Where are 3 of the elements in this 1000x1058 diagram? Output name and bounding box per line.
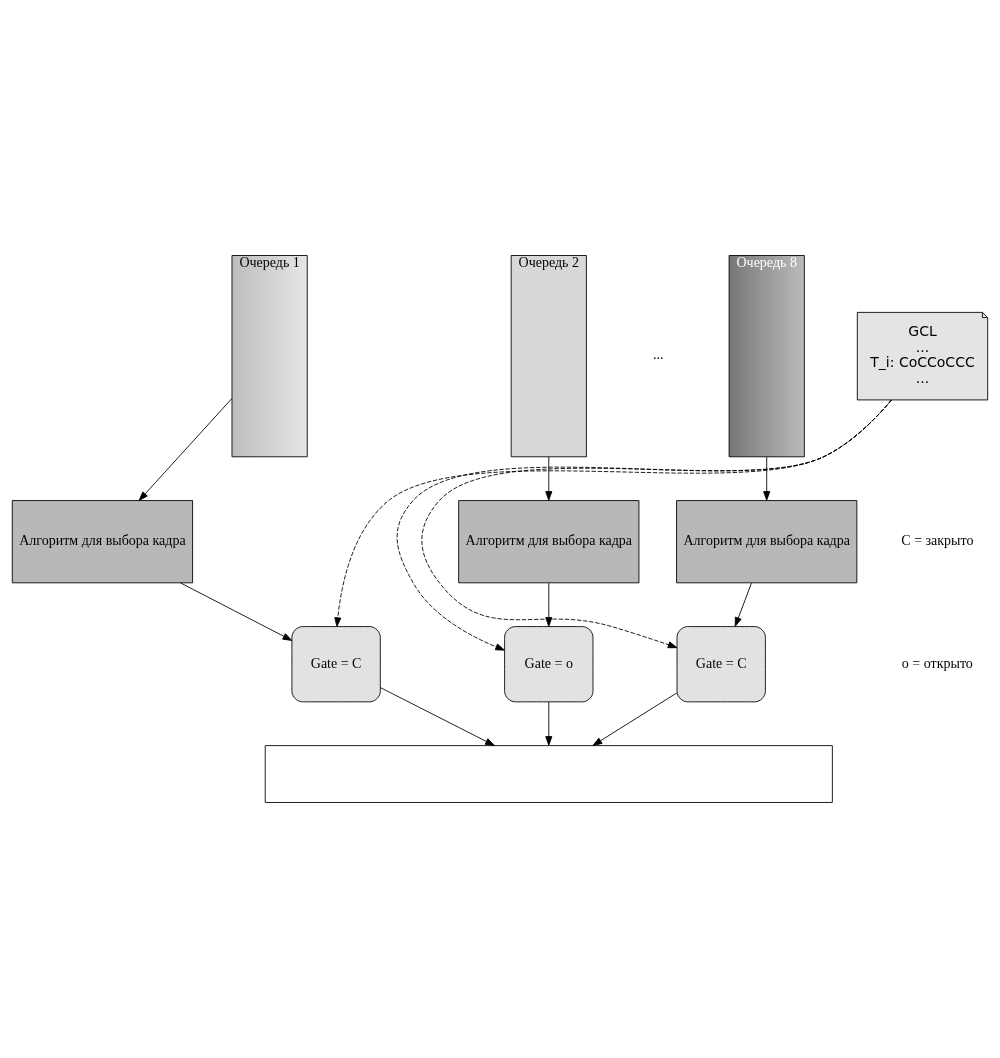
label: ... xyxy=(652,347,664,363)
label: o = открыто xyxy=(901,655,973,671)
label: C = закрыто xyxy=(901,533,974,549)
